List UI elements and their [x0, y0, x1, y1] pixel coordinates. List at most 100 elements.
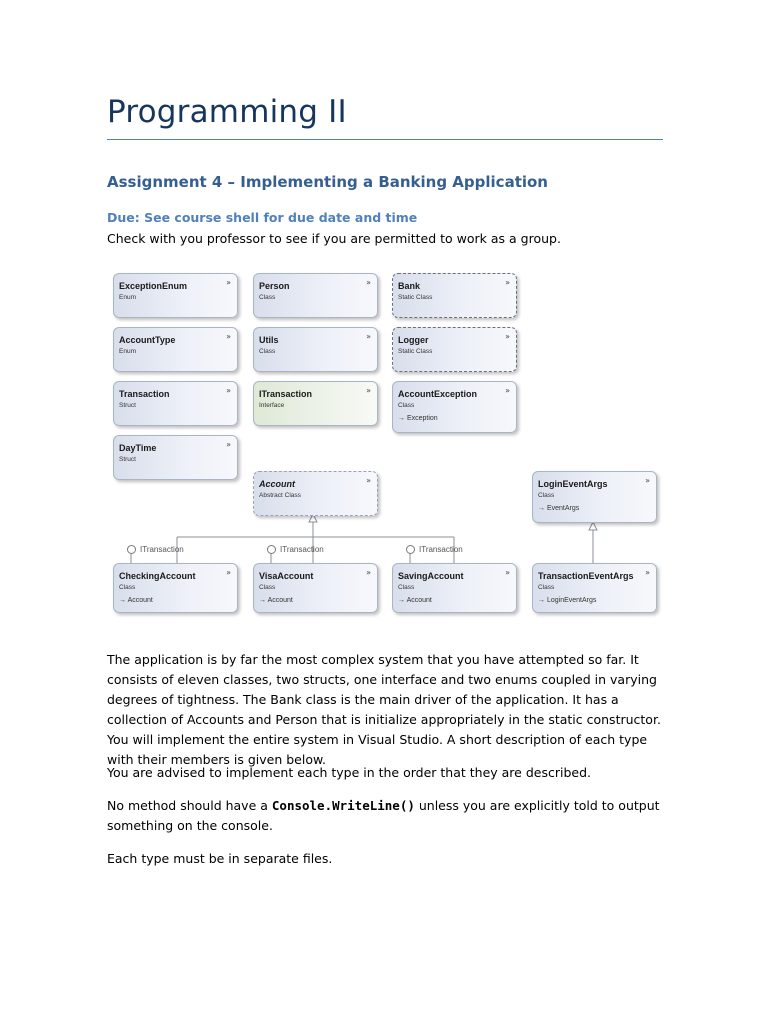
- class-stereotype: Class: [538, 584, 555, 591]
- class-box-logger[interactable]: Logger Static Class »: [392, 327, 517, 372]
- base-class: → Account: [259, 597, 293, 604]
- class-name: Account: [259, 479, 295, 489]
- class-stereotype: Enum: [119, 348, 136, 355]
- class-name: LoginEventArgs: [538, 479, 608, 489]
- console-text-after: unless you are explicitly told to output…: [107, 798, 660, 833]
- class-box-logineventargs[interactable]: LoginEventArgs Class → EventArgs »: [532, 471, 657, 523]
- class-stereotype: Class: [398, 402, 415, 409]
- base-class: → EventArgs: [538, 505, 579, 512]
- class-box-utils[interactable]: Utils Class »: [253, 327, 378, 372]
- inherits-arrow-icon: →: [538, 597, 545, 604]
- collapse-chevron-icon[interactable]: »: [645, 568, 650, 577]
- class-stereotype: Struct: [119, 402, 136, 409]
- inherits-arrow-icon: →: [538, 505, 545, 512]
- base-class-name: Account: [406, 597, 432, 604]
- collapse-chevron-icon[interactable]: »: [366, 278, 371, 287]
- class-box-person[interactable]: Person Class »: [253, 273, 378, 318]
- loginevent-inheritance-arrowhead: [588, 520, 598, 531]
- class-name: AccountType: [119, 335, 176, 345]
- class-stereotype: Enum: [119, 294, 136, 301]
- collapse-chevron-icon[interactable]: »: [505, 568, 510, 577]
- class-box-account[interactable]: Account Abstract Class »: [253, 471, 378, 516]
- collapse-chevron-icon[interactable]: »: [226, 278, 231, 287]
- class-box-exceptionenum[interactable]: ExceptionEnum Enum »: [113, 273, 238, 318]
- class-box-accounttype[interactable]: AccountType Enum »: [113, 327, 238, 372]
- class-box-savingaccount[interactable]: SavingAccount Class → Account »: [392, 563, 517, 613]
- collapse-chevron-icon[interactable]: »: [366, 568, 371, 577]
- console-text-before: No method should have a: [107, 798, 272, 813]
- class-stereotype: Class: [398, 584, 415, 591]
- class-name: Transaction: [119, 389, 170, 399]
- class-stereotype: Class: [259, 294, 276, 301]
- class-stereotype: Class: [259, 348, 276, 355]
- base-class-name: Account: [267, 597, 293, 604]
- base-class: → Account: [398, 597, 432, 604]
- class-box-checkingaccount[interactable]: CheckingAccount Class → Account »: [113, 563, 238, 613]
- collapse-chevron-icon[interactable]: »: [505, 278, 510, 287]
- inherits-arrow-icon: →: [398, 415, 405, 422]
- files-paragraph: Each type must be in separate files.: [107, 851, 333, 866]
- class-box-itransaction[interactable]: ITransaction Interface »: [253, 381, 378, 426]
- class-name: VisaAccount: [259, 571, 314, 581]
- checking-interface-lollipop: [127, 545, 136, 554]
- inherits-arrow-icon: →: [119, 597, 126, 604]
- class-name: ITransaction: [259, 389, 313, 399]
- base-class: → Account: [119, 597, 153, 604]
- inherits-arrow-icon: →: [259, 597, 266, 604]
- console-code: Console.WriteLine(): [271, 798, 415, 813]
- page-title: Programming II: [107, 94, 347, 130]
- checking-interface-label: ITransaction: [140, 545, 184, 554]
- class-name: DayTime: [119, 443, 157, 453]
- class-name: Person: [259, 281, 290, 291]
- class-box-transaction[interactable]: Transaction Struct »: [113, 381, 238, 426]
- class-name: CheckingAccount: [119, 571, 196, 581]
- base-class: → Exception: [398, 415, 438, 422]
- console-paragraph: No method should have a Console.WriteLin…: [107, 796, 667, 836]
- base-class-name: Exception: [406, 415, 438, 422]
- class-stereotype: Static Class: [398, 294, 433, 301]
- collapse-chevron-icon[interactable]: »: [226, 332, 231, 341]
- class-name: AccountException: [398, 389, 478, 399]
- class-box-transactioneventargs[interactable]: TransactionEventArgs Class → LoginEventA…: [532, 563, 657, 613]
- visa-interface-label: ITransaction: [280, 545, 324, 554]
- saving-interface-label: ITransaction: [419, 545, 463, 554]
- visa-interface-lollipop: [267, 545, 276, 554]
- class-name: SavingAccount: [398, 571, 464, 581]
- class-stereotype: Interface: [259, 402, 285, 409]
- class-name: Utils: [259, 335, 279, 345]
- class-name: Bank: [398, 281, 421, 291]
- inherits-arrow-icon: →: [398, 597, 405, 604]
- class-name: ExceptionEnum: [119, 281, 188, 291]
- collapse-chevron-icon[interactable]: »: [505, 332, 510, 341]
- collapse-chevron-icon[interactable]: »: [505, 386, 510, 395]
- saving-interface-lollipop: [406, 545, 415, 554]
- collapse-chevron-icon[interactable]: »: [226, 440, 231, 449]
- collapse-chevron-icon[interactable]: »: [366, 332, 371, 341]
- assignment-heading: Assignment 4 – Implementing a Banking Ap…: [107, 173, 548, 191]
- class-stereotype: Static Class: [398, 348, 433, 355]
- class-stereotype: Class: [259, 584, 276, 591]
- class-stereotype: Class: [119, 584, 136, 591]
- class-box-daytime[interactable]: DayTime Struct »: [113, 435, 238, 480]
- collapse-chevron-icon[interactable]: »: [226, 386, 231, 395]
- base-class-name: EventArgs: [546, 505, 580, 512]
- class-name: TransactionEventArgs: [538, 571, 634, 581]
- base-class: → LoginEventArgs: [538, 597, 596, 604]
- class-stereotype: Abstract Class: [259, 492, 301, 499]
- collapse-chevron-icon[interactable]: »: [366, 386, 371, 395]
- class-box-visaaccount[interactable]: VisaAccount Class → Account »: [253, 563, 378, 613]
- collapse-chevron-icon[interactable]: »: [645, 476, 650, 485]
- intro-paragraph: The application is by far the most compl…: [107, 652, 661, 767]
- title-rule: [107, 139, 663, 140]
- base-class-name: LoginEventArgs: [546, 597, 597, 604]
- class-stereotype: Class: [538, 492, 555, 499]
- class-name: Logger: [398, 335, 429, 345]
- base-class-name: Account: [127, 597, 153, 604]
- due-heading: Due: See course shell for due date and t…: [107, 210, 418, 225]
- collapse-chevron-icon[interactable]: »: [366, 476, 371, 485]
- class-box-bank[interactable]: Bank Static Class »: [392, 273, 517, 318]
- group-note: Check with you professor to see if you a…: [107, 231, 561, 246]
- class-stereotype: Struct: [119, 456, 136, 463]
- collapse-chevron-icon[interactable]: »: [226, 568, 231, 577]
- class-box-accountexception[interactable]: AccountException Class → Exception »: [392, 381, 517, 433]
